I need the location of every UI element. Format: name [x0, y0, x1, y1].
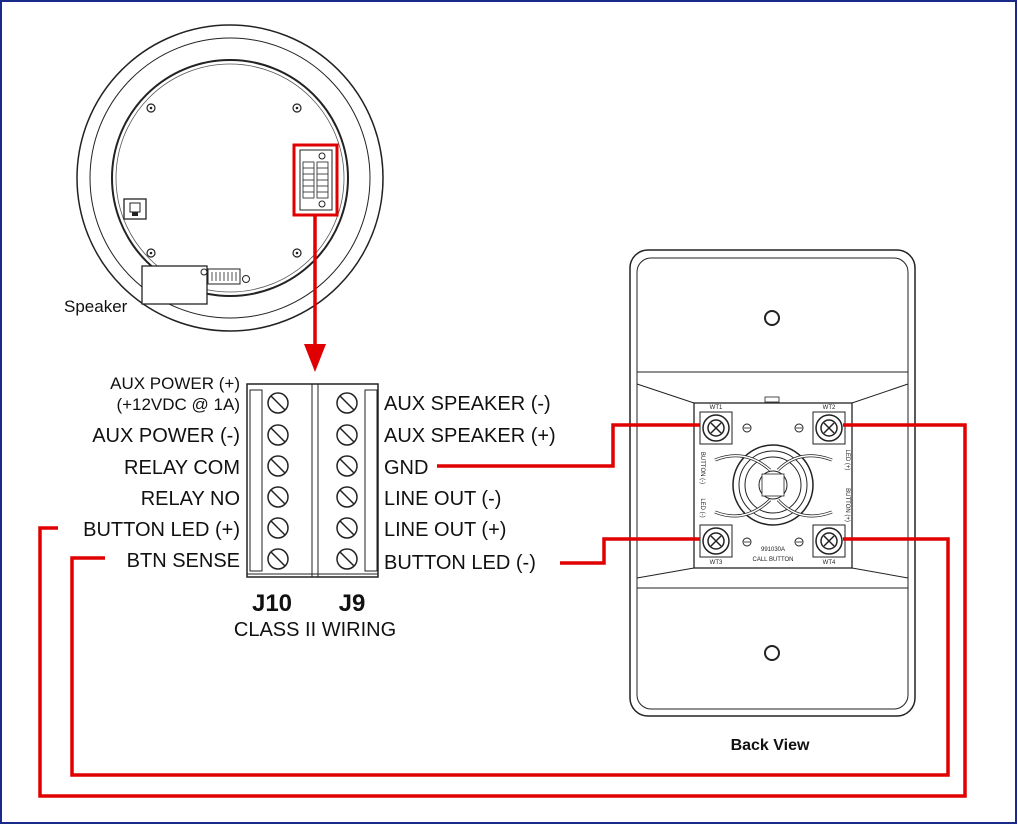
j9-screw-5 [336, 517, 358, 539]
wt2-screw [820, 419, 838, 437]
j9-screw-6 [336, 548, 358, 570]
j9-screws [336, 392, 358, 570]
j10-terminal-2-label: AUX POWER (-) [92, 425, 240, 447]
j9-heading: J9 [339, 590, 366, 617]
j9-terminal-3-label: GND [384, 457, 428, 479]
j9-terminal-6-label: BUTTON LED (-) [384, 552, 536, 574]
wt3-label: WT3 [710, 560, 723, 566]
j10-screw-3 [267, 455, 289, 477]
j10-terminal-6-label: BTN SENSE [127, 550, 240, 572]
j9-terminal-2-label: AUX SPEAKER (+) [384, 425, 556, 447]
wire-gnd-to-wt1 [437, 423, 700, 468]
led-plus-label: LED (+) [844, 450, 850, 471]
j10-screw-2 [267, 424, 289, 446]
j10-terminal-4-label: RELAY NO [141, 488, 240, 510]
back-view-title: Back View [731, 737, 810, 754]
speaker-drawing [76, 24, 384, 332]
j9-screw-2 [336, 424, 358, 446]
wt3-screw [707, 532, 725, 550]
part-number-label: 991030A [761, 547, 785, 553]
wire-button-led-minus-to-wt3 [560, 537, 700, 565]
wt1-screw [707, 419, 725, 437]
j9-labels: AUX SPEAKER (-) AUX SPEAKER (+) GND LINE… [384, 393, 556, 574]
wt4-screw [820, 532, 838, 550]
wt1-label: WT1 [710, 405, 723, 411]
j10-terminal-5-label: BUTTON LED (+) [83, 519, 240, 541]
class-wiring-label: CLASS II WIRING [234, 619, 396, 641]
wt-screws [699, 411, 846, 558]
j9-screw-3 [336, 455, 358, 477]
j10-screw-4 [267, 486, 289, 508]
wire-button-led-plus-to-wt2 [38, 423, 967, 798]
button-plus-label: BUTTON (+) [844, 488, 850, 522]
j10-terminal-1-sublabel: (+12VDC @ 1A) [116, 395, 240, 414]
j9-screw-4 [336, 486, 358, 508]
j10-screw-5 [267, 517, 289, 539]
part-name-label: CALL BUTTON [752, 557, 793, 563]
j10-screw-6 [267, 548, 289, 570]
button-minus-label: BUTTON (-) [699, 452, 705, 484]
j9-terminal-5-label: LINE OUT (+) [384, 519, 506, 541]
j10-screws [267, 392, 289, 570]
speaker-label: Speaker [64, 297, 128, 316]
j10-terminal-1-label: AUX POWER (+) [110, 374, 240, 393]
led-minus-label: LED (-) [699, 498, 705, 517]
j10-labels: AUX POWER (+) (+12VDC @ 1A) AUX POWER (-… [83, 374, 240, 572]
j9-screw-1 [336, 392, 358, 414]
j10-screw-1 [267, 392, 289, 414]
j9-terminal-4-label: LINE OUT (-) [384, 488, 501, 510]
wt4-label: WT4 [823, 560, 836, 566]
j10-heading: J10 [252, 590, 292, 617]
callout-arrow-head [304, 344, 326, 372]
j10-terminal-3-label: RELAY COM [124, 457, 240, 479]
wt2-label: WT2 [823, 405, 836, 411]
wire-btn-sense-to-wt4 [70, 537, 950, 777]
j9-terminal-1-label: AUX SPEAKER (-) [384, 393, 551, 415]
terminal-block [246, 383, 379, 578]
